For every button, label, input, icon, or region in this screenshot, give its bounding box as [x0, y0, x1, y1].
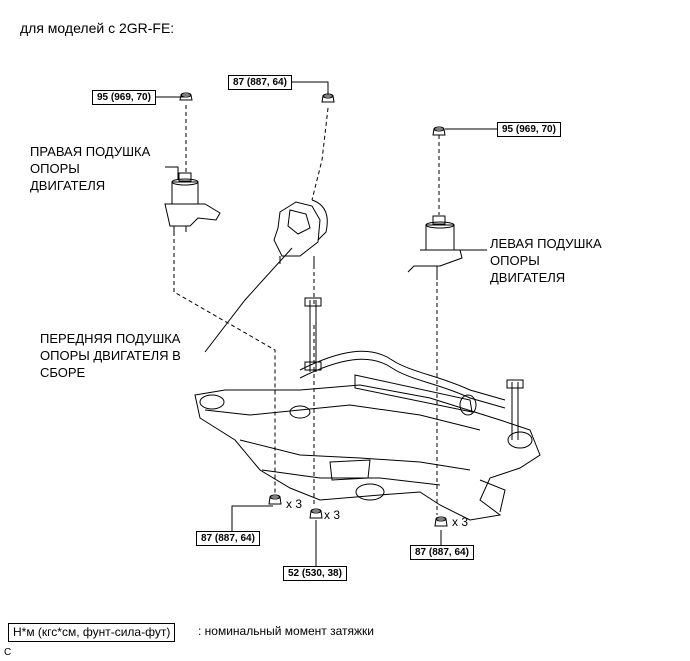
front-engine-mount: [273, 199, 328, 266]
page-title: для моделей с 2GR-FE:: [20, 20, 175, 36]
figure-code: C: [4, 647, 12, 658]
front-subframe: [194, 384, 541, 521]
mount-nuts-top: [179, 92, 446, 136]
alignment-dashed-lines: [173, 105, 440, 515]
torque-spec-left-mount-nut: 95 (969, 70): [497, 122, 561, 137]
torque-spec-center-bottom-bolt: 52 (530, 38): [283, 566, 347, 581]
stabilizer-link: [304, 297, 322, 372]
quantity-center-bottom: x 3: [324, 508, 341, 522]
torque-spec-right-mount-nut: 95 (969, 70): [92, 90, 156, 105]
right-engine-mount: [164, 172, 221, 234]
front-engine-mount-label: ПЕРЕДНЯЯ ПОДУШКА ОПОРЫ ДВИГАТЕЛЯ В СБОРЕ: [40, 331, 181, 380]
left-engine-mount-label: ЛЕВАЯ ПОДУШКА ОПОРЫ ДВИГАТЕЛЯ: [490, 236, 602, 285]
right-engine-mount-label: ПРАВАЯ ПОДУШКА ОПОРЫ ДВИГАТЕЛЯ: [30, 144, 151, 193]
torque-spec-left-bottom-bolt: 87 (887, 64): [410, 545, 474, 560]
quantity-right-bottom: x 3: [286, 497, 303, 511]
steering-rack-and-stabilizer: [299, 350, 524, 440]
bottom-fasteners: [268, 494, 448, 527]
quantity-left-bottom: x 3: [452, 515, 469, 529]
torque-unit-legend-box: Н*м (кгс*см, фунт-сила-фут): [8, 623, 176, 642]
torque-spec-right-bottom-bolt: 87 (887, 64): [196, 531, 260, 546]
torque-legend-description: : номинальный момент затяжки: [198, 624, 374, 638]
left-engine-mount: [407, 215, 463, 280]
leader-lines: [155, 81, 497, 566]
torque-spec-front-mount-nut: 87 (887, 64): [228, 75, 292, 90]
